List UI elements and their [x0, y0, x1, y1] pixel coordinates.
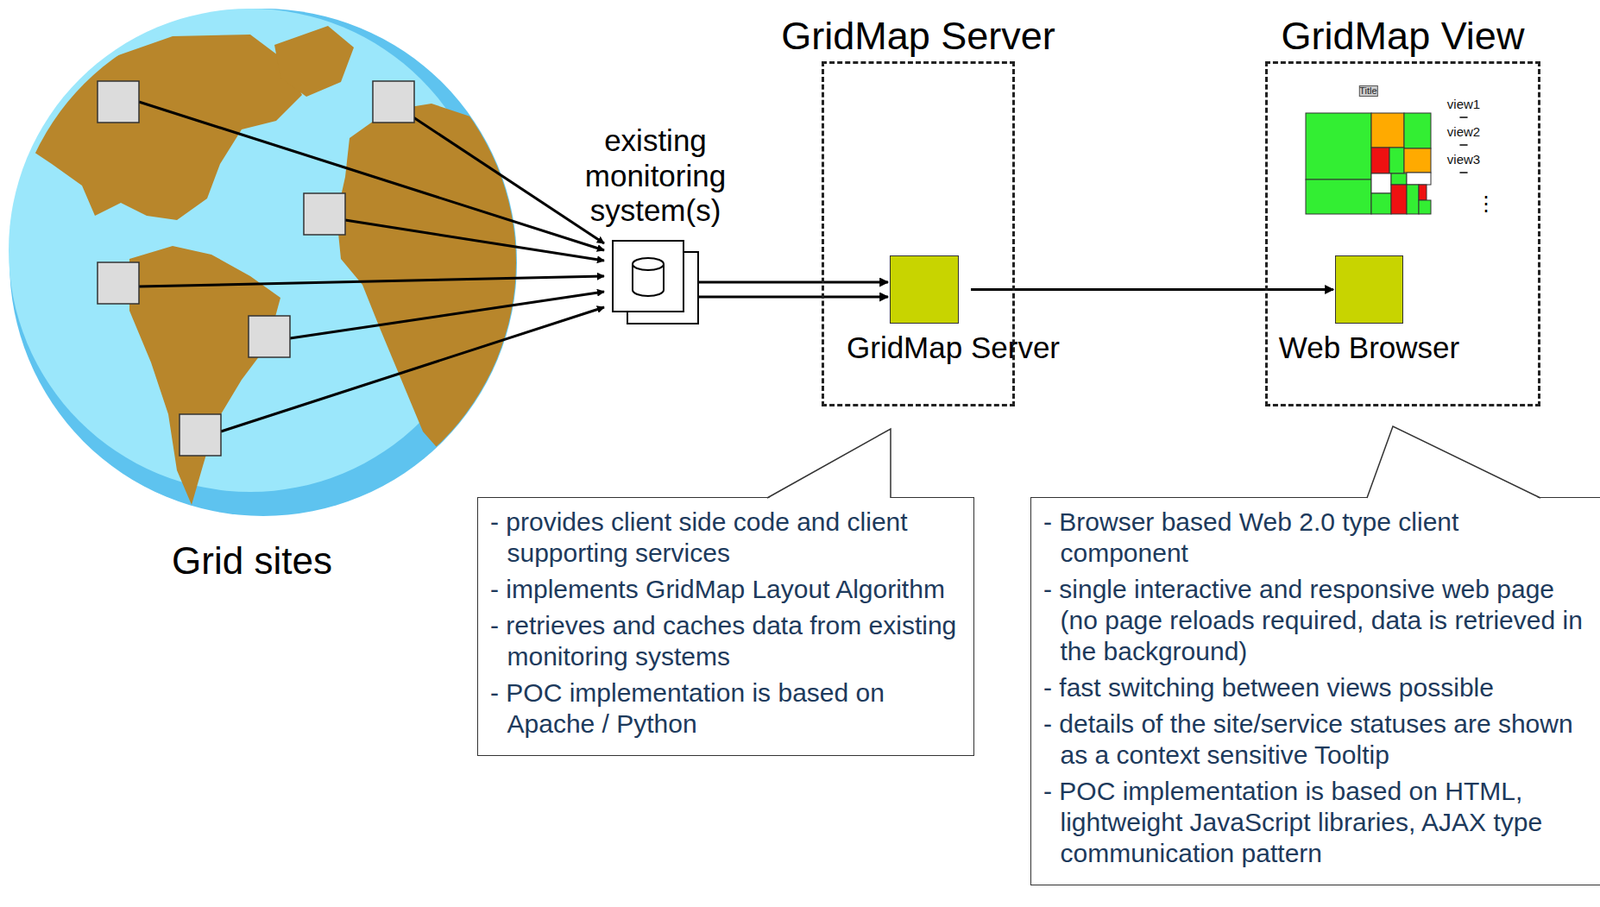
- treemap-cell: [1371, 113, 1405, 148]
- greenland: [274, 25, 354, 97]
- grid-sites: [97, 81, 415, 456]
- grid-site: [97, 262, 139, 304]
- view-button: view2: [1459, 144, 1468, 146]
- bullet-text: - details of the site/service statuses a…: [1043, 708, 1589, 771]
- node-label: GridMap View: [1281, 13, 1525, 59]
- database-symbol: [611, 239, 700, 325]
- treemap-cell: [1305, 113, 1372, 180]
- view-button: view1: [1459, 116, 1468, 119]
- ellipsis-mark: ⋮: [1475, 191, 1497, 216]
- node-label: view3: [1447, 151, 1481, 168]
- callout-pointer: [767, 428, 891, 498]
- arrow-line: [699, 281, 889, 284]
- treemap-cell: [1404, 113, 1431, 149]
- callout-box: - provides client side code and client s…: [477, 497, 975, 756]
- treemap-cell: [1391, 184, 1407, 215]
- treemap-cell: [1418, 200, 1431, 215]
- arrow-connector: [699, 282, 889, 297]
- server-box: GridMap Server: [889, 255, 959, 324]
- node-label: existing monitoring system(s): [560, 123, 751, 228]
- server-group: GridMap ServerGridMap Server: [821, 61, 1015, 407]
- treemap: Title: [1305, 101, 1431, 215]
- node-label: view2: [1447, 124, 1481, 140]
- node-label: Title: [1358, 85, 1378, 97]
- treemap-cell: [1391, 173, 1407, 185]
- arrow-line: [699, 296, 889, 299]
- site-link: [289, 291, 605, 339]
- node-label: view1: [1447, 96, 1481, 113]
- site-link: [345, 220, 605, 261]
- bullet-text: - implements GridMap Layout Algorithm: [490, 573, 962, 605]
- bullet-text: - fast switching between views possible: [1043, 672, 1589, 704]
- bullet-text: - provides client side code and client s…: [490, 506, 962, 569]
- grid-site: [303, 193, 346, 235]
- site-link: [138, 101, 605, 251]
- bullet-text: - Browser based Web 2.0 type client comp…: [1043, 506, 1589, 569]
- callout-pointer: [1366, 426, 1541, 498]
- bullet-text: - POC implementation is based on Apache …: [490, 677, 962, 740]
- bullet-text: - POC implementation is based on HTML, l…: [1043, 775, 1589, 870]
- site-link: [220, 307, 605, 432]
- view-button: view3: [1459, 171, 1468, 174]
- treemap-cell: [1371, 173, 1392, 194]
- site-links: [138, 101, 605, 432]
- browser-box: Web Browser: [1335, 255, 1404, 324]
- site-link: [405, 112, 605, 244]
- grid-site: [372, 81, 415, 123]
- treemap-cell: [1406, 172, 1431, 185]
- node-label: GridMap Server: [781, 13, 1056, 59]
- grid-site: [179, 414, 221, 456]
- cylinder: [632, 258, 664, 297]
- grid-site: [248, 315, 290, 358]
- europe-africa: [336, 103, 527, 467]
- sheet: [612, 240, 684, 312]
- grid-site: [97, 81, 139, 123]
- caption-label: Grid sites: [171, 539, 333, 583]
- callout-pointer-fill: [767, 428, 891, 499]
- treemap-cell: [1305, 179, 1372, 215]
- treemap-cell: [1404, 148, 1431, 173]
- north-america: [25, 34, 303, 221]
- treemap-cells: [1305, 113, 1431, 215]
- bullet-text: - single interactive and responsive web …: [1043, 573, 1589, 668]
- treemap-cell: [1371, 193, 1392, 215]
- callout-box: - Browser based Web 2.0 type client comp…: [1030, 497, 1600, 886]
- treemap-cell: [1371, 147, 1390, 174]
- arrow-line: [970, 288, 1334, 291]
- view-group: Titleview1view2view3Web BrowserGridMap V…: [1265, 61, 1541, 407]
- continents: [25, 25, 527, 505]
- callout-pointer-fill: [1366, 426, 1541, 499]
- arrow-connector: [970, 289, 1334, 290]
- treemap-cell: [1389, 147, 1405, 174]
- site-link: [138, 276, 605, 287]
- treemap-cell: [1418, 184, 1427, 201]
- sheet: [627, 251, 699, 324]
- treemap-cell: [1406, 184, 1419, 215]
- database-icon: existing monitoring system(s): [611, 239, 700, 325]
- bullet-text: - retrieves and caches data from existin…: [490, 610, 962, 673]
